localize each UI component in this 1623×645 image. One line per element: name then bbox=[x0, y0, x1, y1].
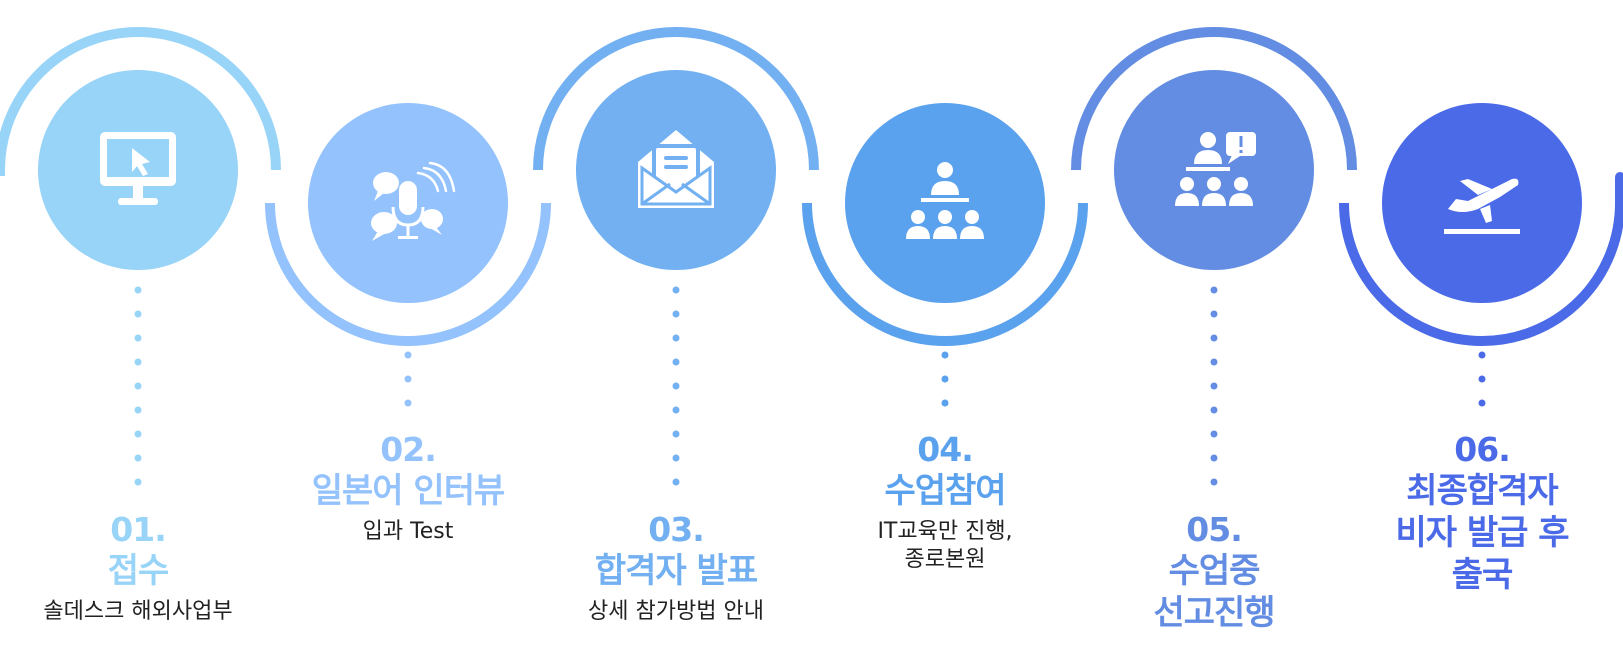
step-number: 03. bbox=[648, 510, 704, 549]
step-description: 솔데스크 해외사업부 bbox=[8, 598, 268, 626]
microphone-speech-icon bbox=[371, 161, 456, 241]
step-title: 합격자 발표 bbox=[594, 551, 758, 591]
step-number: 04. bbox=[917, 430, 973, 469]
classroom-icon bbox=[906, 162, 984, 239]
step-title: 선고진행 bbox=[1153, 593, 1275, 633]
step-title: 출국 bbox=[1451, 555, 1514, 595]
step-description-line: 상세 참가방법 안내 bbox=[588, 599, 764, 624]
airplane-departure-icon bbox=[1444, 178, 1520, 234]
step-1-connector-arc bbox=[0, 27, 281, 171]
dotted-connectors bbox=[134, 286, 1486, 486]
step-description: 입과 Test bbox=[278, 518, 538, 546]
step-4-circle bbox=[845, 103, 1045, 303]
step-3-dotted-line bbox=[672, 286, 680, 486]
step-number: 02. bbox=[380, 430, 436, 469]
step-description-line: 입과 Test bbox=[362, 519, 454, 544]
step-6-circle bbox=[1382, 103, 1582, 303]
step-4-dotted-line bbox=[941, 351, 949, 407]
step-description-line: IT교육만 진행, bbox=[877, 519, 1013, 544]
connector-arcs bbox=[0, 27, 1623, 346]
step-title: 수업참여 bbox=[884, 471, 1006, 511]
step-circles bbox=[38, 70, 1582, 303]
step-number: 05. bbox=[1186, 510, 1242, 549]
step-3-circle bbox=[576, 70, 776, 270]
monitor-cursor-icon bbox=[100, 132, 176, 205]
step-1-circle bbox=[38, 70, 238, 270]
step-number: 01. bbox=[110, 510, 166, 549]
step-5-circle bbox=[1114, 70, 1314, 270]
open-envelope-icon bbox=[638, 130, 714, 208]
step-title: 접수 bbox=[107, 551, 170, 591]
step-description: IT교육만 진행, 종로본원 bbox=[815, 518, 1075, 574]
step-title: 수업중 bbox=[1168, 551, 1261, 591]
step-2-connector-arc bbox=[265, 202, 551, 346]
presenter-alert-icon bbox=[1175, 132, 1256, 206]
step-6-dotted-line bbox=[1478, 351, 1486, 407]
step-6-connector-arc bbox=[1339, 202, 1623, 346]
step-4-connector-arc bbox=[802, 202, 1088, 346]
step-3-connector-arc bbox=[533, 27, 819, 171]
step-5-dotted-line bbox=[1210, 286, 1218, 486]
step-2-dotted-line bbox=[404, 351, 412, 407]
step-description-line: 솔데스크 해외사업부 bbox=[43, 599, 233, 624]
step-title: 비자 발급 후 bbox=[1395, 513, 1569, 553]
step-5-connector-arc bbox=[1071, 27, 1357, 171]
step-2-circle bbox=[308, 103, 508, 303]
step-description: 상세 참가방법 안내 bbox=[546, 598, 806, 626]
step-title: 일본어 인터뷰 bbox=[311, 471, 506, 511]
step-4-text: 04.수업참여 IT교육만 진행, 종로본원 bbox=[815, 430, 1075, 574]
step-description-line: 종로본원 bbox=[904, 547, 986, 572]
step-number: 06. bbox=[1454, 430, 1510, 469]
step-1-dotted-line bbox=[134, 286, 142, 486]
step-title: 최종합격자 bbox=[1406, 471, 1558, 511]
